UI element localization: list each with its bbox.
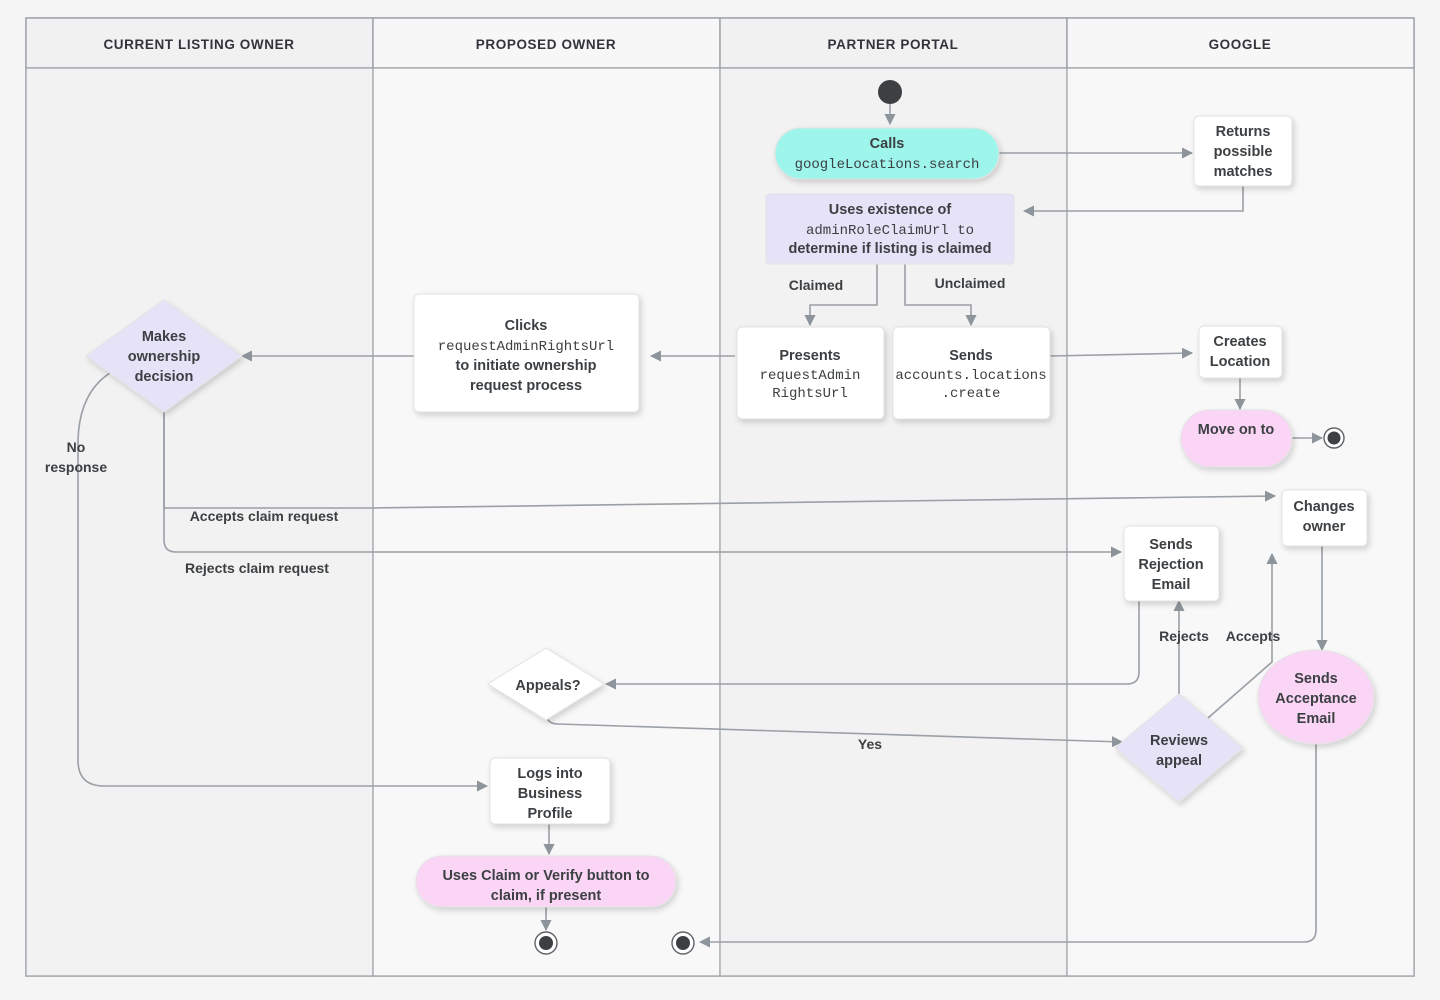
node-decision-line-3: decision: [135, 369, 194, 385]
node-sendscreate-line-2: accounts.locations: [895, 368, 1046, 384]
node-uses-claim-or-verify-button[interactable]: Uses Claim or Verify button to claim, if…: [415, 855, 677, 908]
lane-body-current-listing-owner: [25, 67, 374, 977]
end-node-partner-portal: [671, 931, 695, 955]
node-returns-line-1: Returns: [1216, 124, 1271, 140]
node-acceptance-line-3: Email: [1297, 711, 1336, 727]
node-usesclaim-line-2: claim, if present: [491, 888, 602, 904]
node-uses-existence-line-1: Uses existence of: [829, 202, 952, 218]
edge-sendscreate-to-createslocation: [1049, 347, 1194, 359]
lane-header-partner-portal: [719, 17, 1068, 69]
node-sends-acceptance-email[interactable]: Sends Acceptance Email: [1257, 649, 1375, 745]
lane-label-current-listing-owner: CURRENT LISTING OWNER: [103, 37, 294, 52]
edge-rejection-to-appeals: [604, 601, 1140, 690]
node-returns-line-2: possible: [1214, 144, 1273, 160]
node-logs-into-business-profile[interactable]: Logs into Business Profile: [489, 757, 611, 825]
node-uses-existence-of-adminroleclaimurl[interactable]: Uses existence of adminRoleClaimUrl to d…: [765, 193, 1015, 265]
node-returns-possible-matches[interactable]: Returns possible matches: [1193, 115, 1293, 187]
node-appeals-label: Appeals?: [515, 678, 580, 694]
node-decision-line-2: ownership: [128, 349, 201, 365]
node-move-on-to[interactable]: Move on to: [1180, 409, 1293, 468]
node-logsinto-line-1: Logs into: [517, 766, 582, 782]
node-uses-existence-line-2: adminRoleClaimUrl to: [806, 223, 974, 239]
node-sendscreate-line-3: .create: [942, 386, 1001, 402]
edge-labels: Claimed Unclaimed No response Accepts cl…: [45, 275, 1281, 752]
node-rejection-line-3: Email: [1152, 577, 1191, 593]
node-creates-location[interactable]: Creates Location: [1198, 325, 1283, 379]
node-usesclaim-line-1: Uses Claim or Verify button to: [442, 868, 649, 884]
edge-decision-no-response: [77, 361, 489, 792]
end-node-proposed-owner: [534, 931, 558, 955]
edge-label-accepts-claim: Accepts claim request: [190, 508, 339, 524]
edge-uses-to-presents: [804, 264, 878, 327]
node-sends-accounts-locations-create[interactable]: Sends accounts.locations .create: [892, 326, 1051, 420]
edge-label-unclaimed: Unclaimed: [935, 275, 1006, 291]
node-clicks-line-4: request process: [470, 378, 582, 394]
node-changesowner-line-2: owner: [1303, 519, 1346, 535]
node-reviews-line-2: appeal: [1156, 753, 1202, 769]
lane-header-proposed-owner: [372, 17, 721, 69]
edge-acceptance-to-end-partner: [698, 734, 1317, 948]
node-makes-ownership-decision[interactable]: Makes ownership decision: [85, 299, 243, 413]
edge-label-rejects: Rejects: [1159, 628, 1209, 644]
end-node-google: [1323, 427, 1345, 449]
node-decision-line-1: Makes: [142, 329, 186, 345]
node-presents-requestadminrightsurl[interactable]: Presents requestAdmin RightsUrl: [736, 326, 885, 420]
node-calls-line-2: googleLocations.search: [795, 157, 980, 173]
edge-returns-to-uses: [1022, 186, 1244, 217]
lane-header-current-listing-owner: [25, 17, 374, 69]
lane-label-proposed-owner: PROPOSED OWNER: [476, 37, 616, 52]
node-changesowner-line-1: Changes: [1293, 499, 1354, 515]
edge-label-no-response-line2: response: [45, 459, 107, 475]
node-reviews-appeal[interactable]: Reviews appeal: [1114, 693, 1244, 803]
node-acceptance-line-2: Acceptance: [1275, 691, 1356, 707]
edge-label-accepts: Accepts: [1226, 628, 1281, 644]
edge-label-rejects-claim: Rejects claim request: [185, 560, 329, 576]
node-moveonto-label: Move on to: [1198, 422, 1275, 438]
edge-label-yes: Yes: [858, 736, 882, 752]
node-reviews-line-1: Reviews: [1150, 733, 1208, 749]
node-logsinto-line-3: Profile: [527, 806, 572, 822]
node-rejection-line-1: Sends: [1149, 537, 1193, 553]
node-calls-google-locations-search[interactable]: Calls googleLocations.search: [774, 127, 1000, 180]
node-calls-line-1: Calls: [870, 136, 905, 152]
node-presents-line-1: Presents: [779, 348, 840, 364]
edge-decision-rejects: [163, 398, 1123, 558]
node-clicks-line-2: requestAdminRightsUrl: [438, 339, 614, 355]
lane-label-google: GOOGLE: [1209, 37, 1272, 52]
start-node: [878, 80, 902, 104]
edge-label-claimed: Claimed: [789, 277, 843, 293]
node-sendscreate-line-1: Sends: [949, 348, 993, 364]
node-createslocation-line-1: Creates: [1213, 334, 1266, 350]
node-appeals[interactable]: Appeals?: [487, 647, 605, 721]
node-rejection-line-2: Rejection: [1138, 557, 1203, 573]
edge-reviews-accepts: [1207, 552, 1278, 719]
edge-label-no-response-line1: No: [67, 439, 86, 455]
node-clicks-line-1: Clicks: [505, 318, 548, 334]
node-clicks-requestadminrightsurl[interactable]: Clicks requestAdminRightsUrl to initiate…: [413, 293, 640, 413]
lane-label-partner-portal: PARTNER PORTAL: [828, 37, 959, 52]
node-uses-existence-line-3: determine if listing is claimed: [788, 241, 991, 257]
node-createslocation-line-2: Location: [1210, 354, 1270, 370]
edge-uses-to-sends-create: [904, 264, 977, 327]
node-logsinto-line-2: Business: [518, 786, 582, 802]
node-acceptance-line-1: Sends: [1294, 671, 1338, 687]
node-returns-line-3: matches: [1214, 164, 1273, 180]
node-presents-line-2: requestAdmin: [760, 368, 861, 384]
node-changes-owner[interactable]: Changes owner: [1281, 489, 1368, 547]
node-presents-line-3: RightsUrl: [772, 386, 848, 402]
node-sends-rejection-email[interactable]: Sends Rejection Email: [1123, 525, 1220, 602]
node-clicks-line-3: to initiate ownership: [456, 358, 597, 374]
lane-body-proposed-owner: [372, 67, 721, 977]
